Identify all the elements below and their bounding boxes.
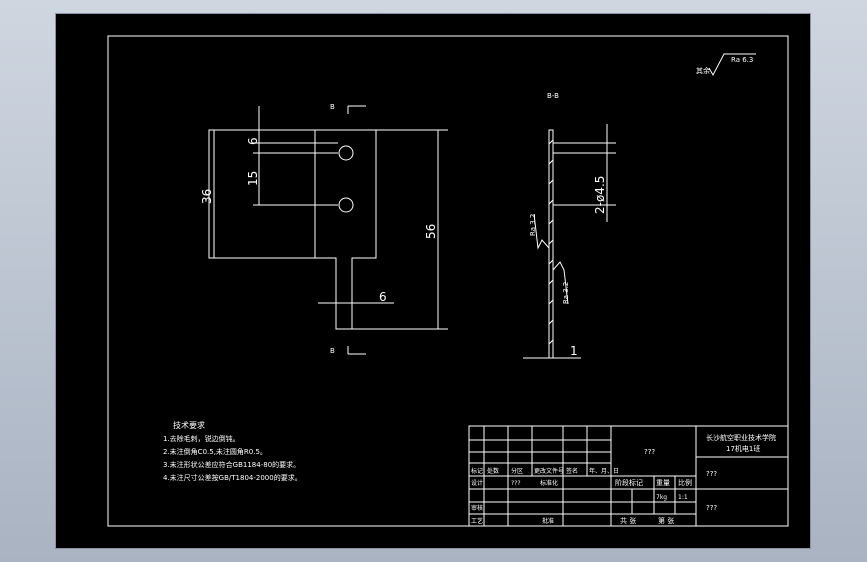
designer-value: ??? <box>511 480 521 487</box>
tech-req-item-1: 1.去除毛刺，锐边倒钝。 <box>163 434 240 443</box>
drawing-sheet: 其余 Ra 6.3 B B 6 15 36 56 6 <box>55 13 811 549</box>
drawing-canvas: 其余 Ra 6.3 B B 6 15 36 56 6 <box>107 35 789 527</box>
roughness-corner-symbol <box>708 53 756 77</box>
part-name: ??? <box>644 448 655 456</box>
h-count: 处数 <box>487 467 499 475</box>
tech-req-item-3: 3.未注形状公差应符合GB1184-80的要求。 <box>163 460 300 469</box>
section-hatch <box>548 139 554 345</box>
designer-label: 设计 <box>471 479 483 487</box>
dim-36: 36 <box>200 189 214 204</box>
approve-label: 批准 <box>542 517 554 525</box>
roughness-corner-label: 其余 <box>696 66 710 75</box>
drawing-no-2: ??? <box>706 504 717 512</box>
scale-value: 1:1 <box>678 494 688 501</box>
dim-56: 56 <box>424 224 438 239</box>
standard-label: 标准化 <box>540 479 558 487</box>
school-name: 长沙航空职业技术学院 <box>706 433 776 442</box>
dim-thickness: 1 <box>570 344 578 358</box>
h-zone: 分区 <box>511 467 523 475</box>
tech-req-item-2: 2.未注倒角C0.5,未注圆角R0.5。 <box>163 447 267 456</box>
review-label: 审核 <box>471 504 483 512</box>
scale-label: 比例 <box>678 478 692 487</box>
hole-lower <box>338 197 354 213</box>
part-outline <box>208 129 377 330</box>
tech-req-item-4: 4.未注尺寸公差按GB/T1804-2000的要求。 <box>163 473 302 482</box>
sheet-number: 第 张 <box>658 516 674 525</box>
sheets-total: 共 张 <box>620 516 636 525</box>
roughness-lower: Ra 3.2 <box>562 282 570 304</box>
h-doc: 更改文件号 <box>534 467 564 475</box>
title-block: ??? 长沙航空职业技术学院 17机电1班 ??? ??? 标记 处数 分区 更… <box>468 425 789 527</box>
h-mark: 标记 <box>471 467 483 475</box>
section-mark-top: B <box>330 103 335 111</box>
dim-6-top: 6 <box>246 137 260 145</box>
school-sub: 17机电1班 <box>726 444 760 453</box>
section-arrow-bottom <box>347 346 366 355</box>
hole-upper <box>338 145 354 161</box>
section-mark-bottom: B <box>330 347 335 355</box>
h-sign: 签名 <box>566 467 578 475</box>
front-view: B B 6 15 36 56 6 <box>200 103 448 355</box>
weight-value: 7kg <box>656 494 667 501</box>
section-view-title: B-B <box>547 92 559 100</box>
section-view: B-B 2-ø4.5 Ra 3.2 Ra 3.2 1 <box>523 92 616 359</box>
dim-holes: 2-ø4.5 <box>593 176 607 214</box>
roughness-lower-symbol <box>552 261 569 305</box>
roughness-upper-symbol <box>533 213 550 250</box>
roughness-corner-value: Ra 6.3 <box>731 56 753 64</box>
dim-6-bottom: 6 <box>379 290 387 304</box>
tech-req-title: 技术要求 <box>173 420 205 430</box>
stage-mark: 阶段标记 <box>615 478 643 487</box>
weight-label: 重量 <box>656 479 670 487</box>
section-arrow-top <box>347 105 366 114</box>
inner-frame <box>107 35 789 527</box>
process-label: 工艺 <box>471 517 483 525</box>
title-grid <box>469 426 788 526</box>
h-date: 年、月、日 <box>589 467 619 475</box>
drawing-no-1: ??? <box>706 470 717 478</box>
roughness-upper: Ra 3.2 <box>529 214 537 236</box>
dim-15: 15 <box>246 171 260 186</box>
tech-requirements: 技术要求 1.去除毛刺，锐边倒钝。 2.未注倒角C0.5,未注圆角R0.5。 3… <box>163 420 302 482</box>
